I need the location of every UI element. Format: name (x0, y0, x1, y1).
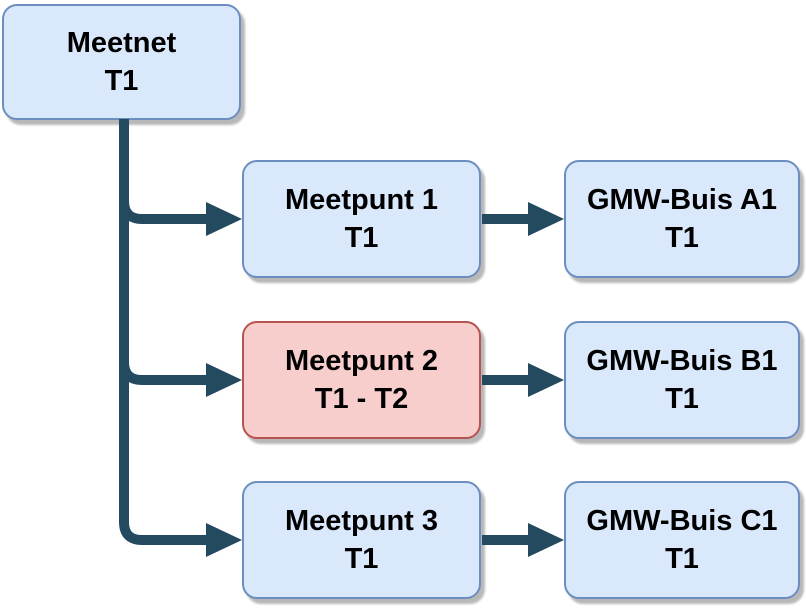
node-label-line2: T1 (344, 222, 379, 254)
edge-meetpunt-3-to-gmw-buis-c1 (482, 523, 564, 557)
diagram-node-meetnet: Meetnet T1 (2, 4, 241, 120)
node-label-line1: GMW-Buis C1 (586, 505, 778, 537)
diagram-node-meetpunt-3: Meetpunt 3 T1 (242, 481, 481, 599)
node-label-line2: T1 (104, 65, 139, 97)
arrowhead-icon (206, 523, 242, 557)
edge-meetnet-to-meetpunt-3 (119, 119, 242, 557)
node-label-line2: T1 (665, 222, 699, 254)
arrowhead-icon (528, 363, 564, 397)
node-label-line2: T1 - T2 (314, 383, 409, 415)
arrowhead-icon (528, 523, 564, 557)
node-label-line1: Meetnet (66, 27, 177, 59)
node-label-line1: Meetpunt 1 (284, 184, 439, 216)
node-label-line2: T1 (344, 543, 379, 575)
diagram-node-gmw-buis-b1: GMW-Buis B1 T1 (564, 321, 800, 439)
node-label-line2: T1 (665, 543, 699, 575)
node-label-line1: GMW-Buis A1 (586, 184, 778, 216)
diagram-node-meetpunt-2: Meetpunt 2 T1 - T2 (242, 321, 481, 439)
diagram-node-gmw-buis-c1: GMW-Buis C1 T1 (564, 481, 800, 599)
node-label-line1: GMW-Buis B1 (586, 345, 778, 377)
node-label-line1: Meetpunt 3 (284, 505, 439, 537)
arrowhead-icon (528, 202, 564, 236)
edge-meetpunt-2-to-gmw-buis-b1 (482, 363, 564, 397)
diagram-node-meetpunt-1: Meetpunt 1 T1 (242, 160, 481, 278)
edge-meetnet-to-meetpunt-1 (119, 119, 242, 236)
edge-meetpunt-1-to-gmw-buis-a1 (482, 202, 564, 236)
diagram-node-gmw-buis-a1: GMW-Buis A1 T1 (564, 160, 800, 278)
edge-meetnet-to-meetpunt-2 (119, 119, 242, 397)
node-label-line2: T1 (665, 383, 699, 415)
node-label-line1: Meetpunt 2 (284, 345, 439, 377)
arrowhead-icon (206, 202, 242, 236)
arrowhead-icon (206, 363, 242, 397)
